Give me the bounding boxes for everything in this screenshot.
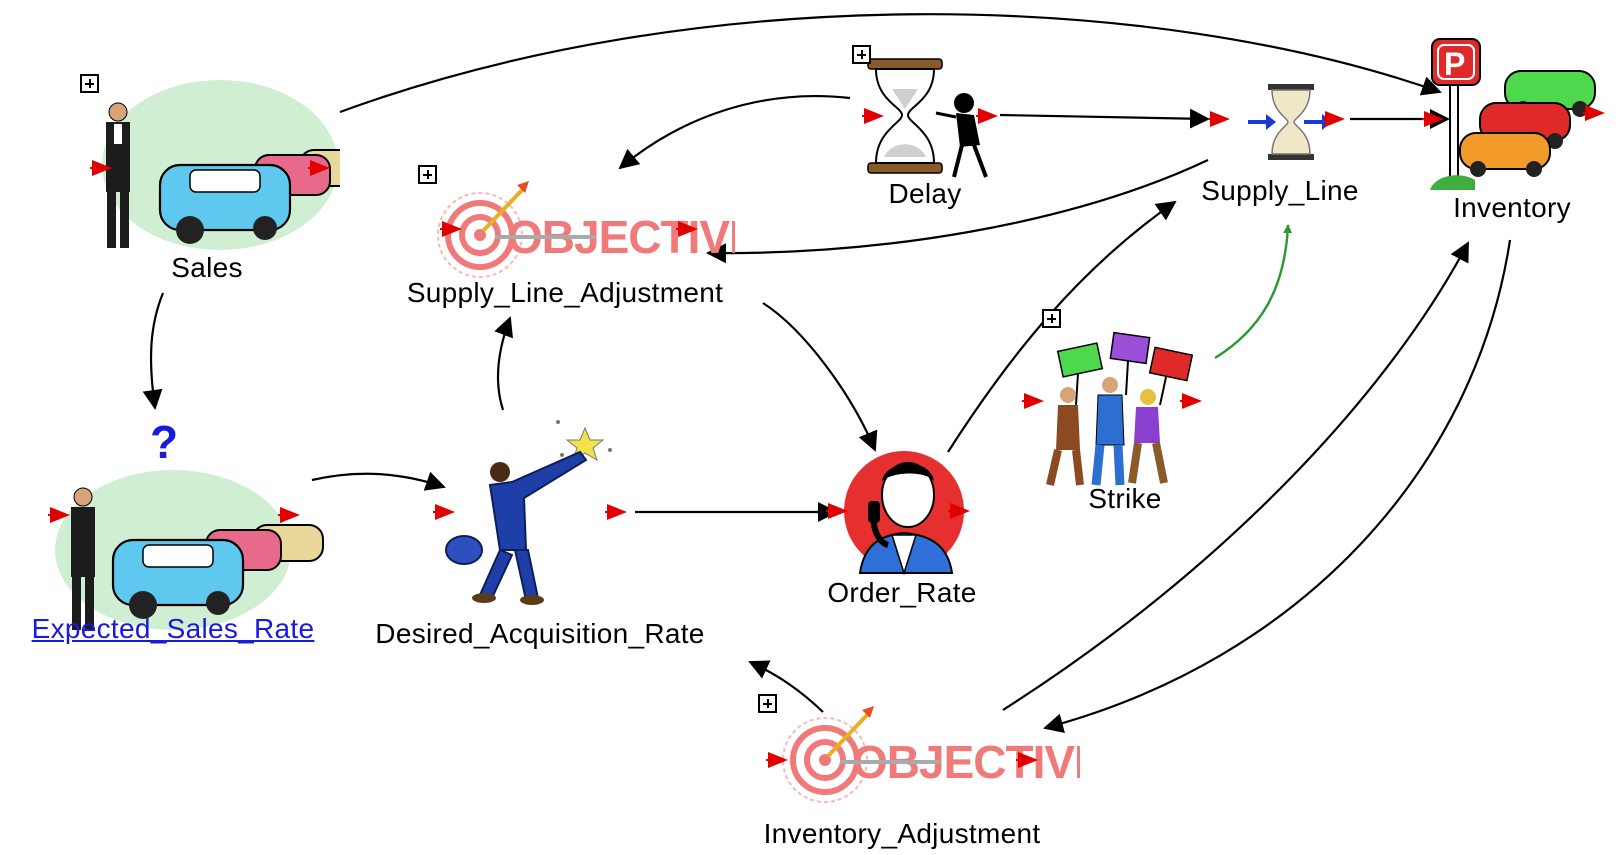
parking-lot-icon: P: [1430, 38, 1596, 190]
port-arrow-icon: [1180, 393, 1202, 409]
car-lot-question-icon: [55, 470, 324, 630]
car-lot-salesman-icon: [102, 80, 371, 250]
port-arrow-icon: [278, 507, 300, 523]
edge-strike-supply-line: [1214, 224, 1293, 360]
edge-delay-supply-line-adjustment: [618, 94, 851, 170]
expand-plus-icon[interactable]: [80, 74, 99, 93]
objectives-target-icon: OBJECTIVES: [437, 181, 735, 278]
port-arrow-icon: [1323, 111, 1345, 127]
node-inventory[interactable]: P Inventory: [1422, 35, 1619, 240]
edge-sales-expected-sales-rate: [142, 292, 165, 410]
port-arrow-icon: [948, 503, 970, 519]
expand-plus-icon[interactable]: [758, 694, 777, 713]
expand-plus-icon[interactable]: [1042, 309, 1061, 328]
hourglass-icon: [867, 58, 988, 178]
node-label: Supply_Line_Adjustment: [406, 277, 724, 308]
node-order-rate[interactable]: Order_Rate: [810, 445, 1000, 615]
edge-sales-inventory: [339, 13, 1442, 114]
node-label: Sales: [171, 252, 243, 283]
node-supply-line[interactable]: Supply_Line: [1180, 80, 1380, 220]
edge-inventory-adjustment-desired-acquisition-rate: [748, 660, 824, 713]
node-sales[interactable]: Sales: [80, 70, 371, 290]
telephone-man-icon: [844, 451, 964, 575]
protesters-icon: [1046, 331, 1194, 486]
port-arrow-icon: [826, 503, 848, 519]
node-label: Desired_Acquisition_Rate: [375, 618, 705, 649]
port-arrow-icon: [1016, 752, 1038, 768]
node-desired-acquisition-rate[interactable]: Desired_Acquisition_Rate: [345, 410, 745, 655]
svg-text:P: P: [1444, 46, 1465, 82]
reaching-for-star-icon: [445, 420, 612, 605]
edge-delay-supply-line: [999, 108, 1210, 129]
port-arrow-icon: [1208, 111, 1230, 127]
port-arrow-icon: [862, 108, 884, 124]
node-label: Delay: [888, 178, 962, 209]
node-inventory-adjustment[interactable]: OBJECTIVES Inventory_Adjustment: [730, 694, 1090, 855]
edge-inventory-adjustment-inventory: [1002, 241, 1469, 711]
node-label-link[interactable]: Expected_Sales_Rate: [31, 613, 315, 644]
port-arrow-icon: [90, 160, 112, 176]
port-arrow-icon: [308, 160, 330, 176]
node-expected-sales-rate[interactable]: ? Expected_Sales_Rate: [8, 416, 338, 660]
port-arrow-icon: [1422, 111, 1444, 127]
edge-supply-line-adjustment-order-rate: [762, 302, 878, 452]
edge-expected-sales-rate-desired-acquisition-rate: [311, 471, 446, 491]
node-label: Inventory: [1453, 192, 1571, 223]
edge-supply-line-supply-line-adjustment: [706, 159, 1209, 264]
node-label: Strike: [1088, 483, 1162, 514]
port-arrow-icon: [433, 504, 455, 520]
port-arrow-icon: [440, 221, 462, 237]
node-supply-line-adjustment[interactable]: OBJECTIVES Supply_Line_Adjustment: [380, 165, 760, 315]
port-arrow-icon: [605, 504, 627, 520]
node-label: Supply_Line: [1201, 175, 1359, 206]
expand-plus-icon[interactable]: [418, 165, 437, 184]
port-arrow-icon: [1583, 105, 1605, 121]
port-arrow-icon: [976, 108, 998, 124]
edge-desired-acquisition-rate-supply-line-adjustment: [494, 316, 513, 411]
edge-inventory-inventory-adjustment: [1043, 239, 1512, 734]
port-arrow-icon: [48, 507, 70, 523]
expand-plus-icon[interactable]: [852, 45, 871, 64]
port-arrow-icon: [1022, 393, 1044, 409]
question-mark-icon: ?: [150, 416, 179, 468]
node-delay[interactable]: Delay: [840, 40, 1020, 220]
objectives-target-icon: OBJECTIVES: [782, 706, 1080, 803]
node-strike[interactable]: Strike: [1022, 309, 1210, 515]
node-label: Inventory_Adjustment: [763, 818, 1041, 849]
port-arrow-icon: [766, 752, 788, 768]
port-arrow-icon: [676, 221, 698, 237]
node-label: Order_Rate: [827, 577, 977, 608]
